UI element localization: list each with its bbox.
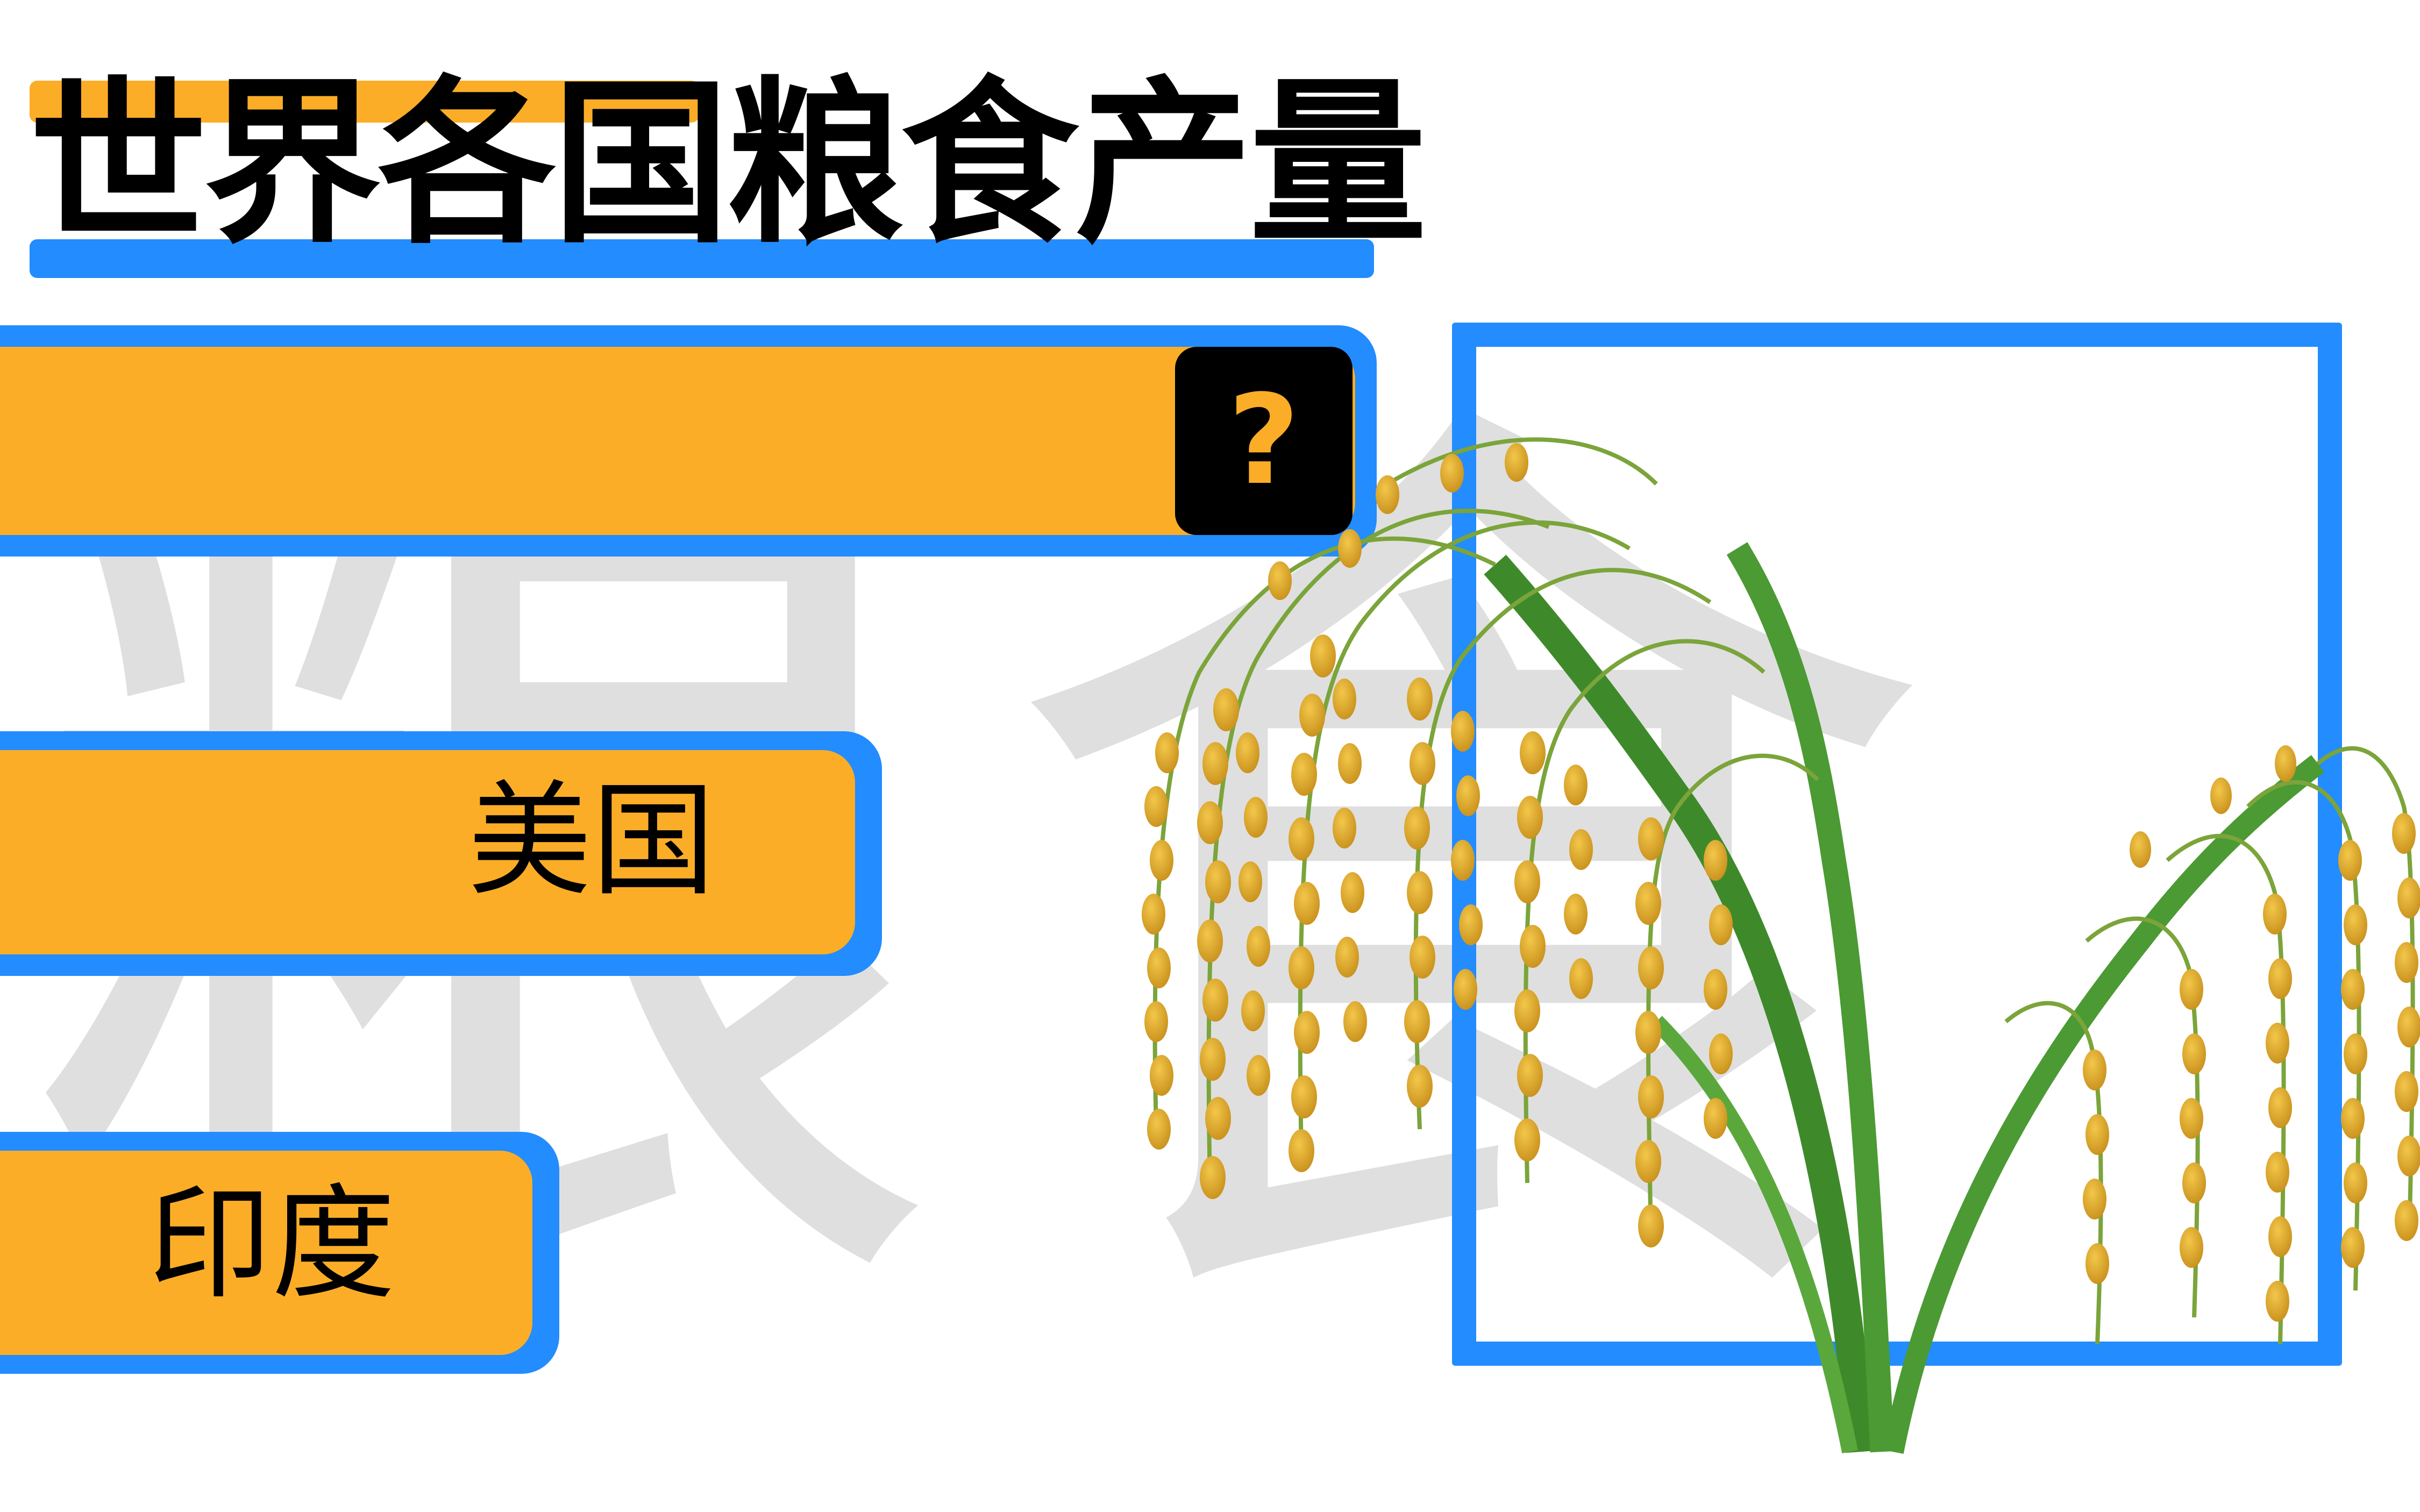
question-mark-icon: ? <box>1228 369 1300 512</box>
ranking-bar-1: ? <box>0 325 1377 557</box>
ranking-bar-3-fill <box>0 1151 532 1355</box>
ranking-bar-2-fill <box>0 750 855 954</box>
title-highlight <box>30 81 699 123</box>
country-label-india: 印度 <box>148 1173 396 1316</box>
ranking-bar-3: 印度 <box>0 1132 559 1374</box>
page-title: 世界各国粮食产量 <box>30 61 1427 267</box>
country-label-usa: 美国 <box>468 769 716 913</box>
ranking-bar-1-fill <box>0 347 1355 535</box>
question-mark-box: ? <box>1175 347 1353 535</box>
title-underline <box>30 239 1374 278</box>
rice-stalk-image <box>1142 437 2420 1454</box>
ranking-bar-2: 美国 <box>0 731 882 976</box>
